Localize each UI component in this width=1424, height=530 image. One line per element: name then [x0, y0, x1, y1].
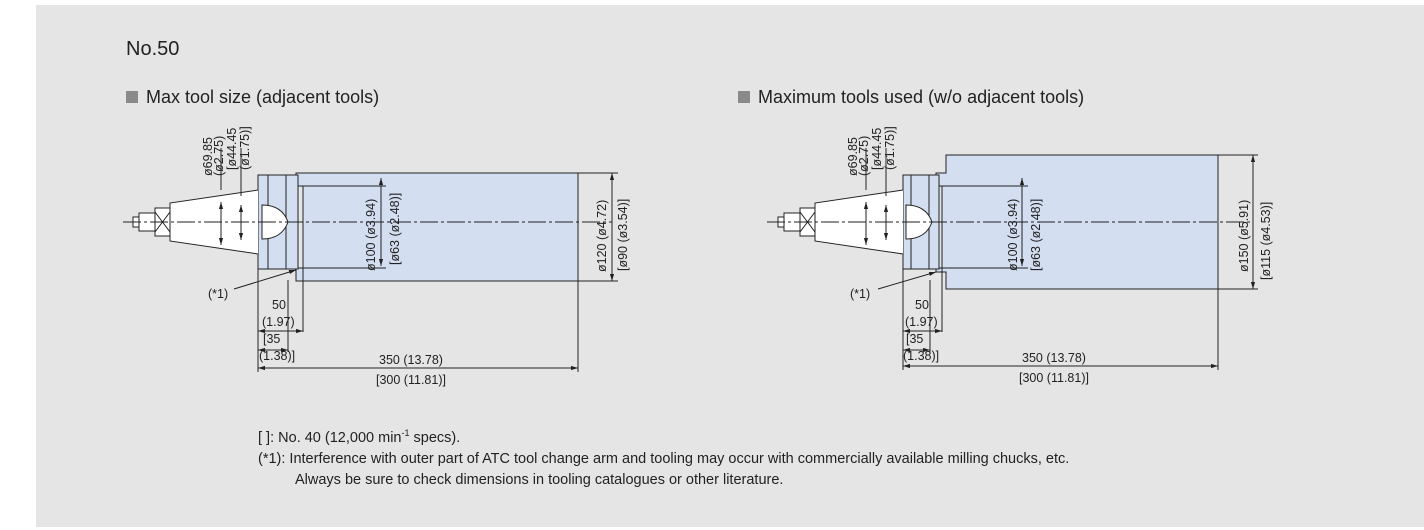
- left-shank-dia-1: ø69.85: [201, 137, 215, 176]
- note-bracket-key: [ ]:: [258, 429, 275, 446]
- left-inner-dia-bracket: [ø63 (ø2.48)]: [388, 193, 402, 265]
- bullet-square-icon: [738, 91, 750, 103]
- note-ref: (*1): Interference with outer part of AT…: [258, 449, 1069, 470]
- right-shank-dia-2: (ø2.75): [857, 136, 871, 176]
- left-shank-dia-3: [ø44.45: [225, 128, 239, 170]
- left-tool-drawing: [123, 148, 618, 372]
- note-bracket: [ ]: No. 40 (12,000 min-1 specs).: [258, 423, 1069, 449]
- right-note-ref: (*1): [850, 287, 870, 301]
- left-shank-dia-4: (ø1.75)]: [238, 126, 252, 170]
- note-bracket-text-a: No. 40 (12,000 min: [274, 429, 402, 446]
- left-len-b: [35: [263, 332, 280, 346]
- left-len-a: 50: [272, 298, 286, 312]
- notes: [ ]: No. 40 (12,000 min-1 specs). (*1): …: [258, 423, 1069, 491]
- left-diagram-heading: Max tool size (adjacent tools): [126, 87, 379, 108]
- bullet-square-icon: [126, 91, 138, 103]
- left-shank-dia-2: (ø2.75): [212, 136, 226, 176]
- right-len-b: [35: [906, 332, 923, 346]
- left-len-b-in: (1.38)]: [259, 349, 295, 363]
- note-ref-key: (*1):: [258, 450, 286, 467]
- right-shank-dia-3: [ø44.45: [870, 128, 884, 170]
- left-outer-dia: ø120 (ø4.72): [595, 200, 609, 272]
- right-inner-dia-bracket: [ø63 (ø2.48)]: [1029, 199, 1043, 271]
- left-labels: ø69.85 (ø2.75) [ø44.45 (ø1.75)] ø100 (ø3…: [201, 126, 630, 387]
- right-len-total-bracket: [300 (11.81)]: [1019, 371, 1089, 385]
- right-len-total: 350 (13.78): [1022, 351, 1086, 365]
- right-outer-dia: ø150 (ø5.91): [1237, 200, 1251, 272]
- left-outer-dia-bracket: [ø90 (ø3.54)]: [616, 199, 630, 271]
- left-inner-dia: ø100 (ø3.94): [364, 199, 378, 271]
- note-ref-continued: Always be sure to check dimensions in to…: [295, 471, 784, 488]
- left-tool-body: [295, 172, 579, 282]
- right-len-a-in: (1.97): [905, 315, 938, 329]
- right-diagram-heading: Maximum tools used (w/o adjacent tools): [738, 87, 1084, 108]
- page-title: No.50: [126, 38, 180, 60]
- left-note-ref: (*1): [208, 287, 228, 301]
- right-len-a: 50: [915, 298, 929, 312]
- note-bracket-sup: -1: [401, 428, 410, 438]
- right-len-b-in: (1.38)]: [903, 349, 939, 363]
- right-heading-text: Maximum tools used (w/o adjacent tools): [758, 87, 1085, 107]
- right-inner-dia: ø100 (ø3.94): [1006, 199, 1020, 271]
- right-shank-dia-4: (ø1.75)]: [883, 126, 897, 170]
- left-len-total: 350 (13.78): [379, 353, 443, 367]
- right-labels: ø69.85 (ø2.75) [ø44.45 (ø1.75)] ø100 (ø3…: [846, 126, 1273, 385]
- note-ref-text: Interference with outer part of ATC tool…: [285, 450, 1070, 467]
- left-len-a-in: (1.97): [262, 315, 295, 329]
- left-heading-text: Max tool size (adjacent tools): [146, 87, 380, 107]
- left-len-total-bracket: [300 (11.81)]: [376, 373, 446, 387]
- right-tool-drawing: [767, 148, 1258, 370]
- right-outer-dia-bracket: [ø115 (ø4.53)]: [1259, 202, 1273, 280]
- note-bracket-text-b: specs).: [409, 429, 461, 446]
- right-shank-dia-1: ø69.85: [846, 137, 860, 176]
